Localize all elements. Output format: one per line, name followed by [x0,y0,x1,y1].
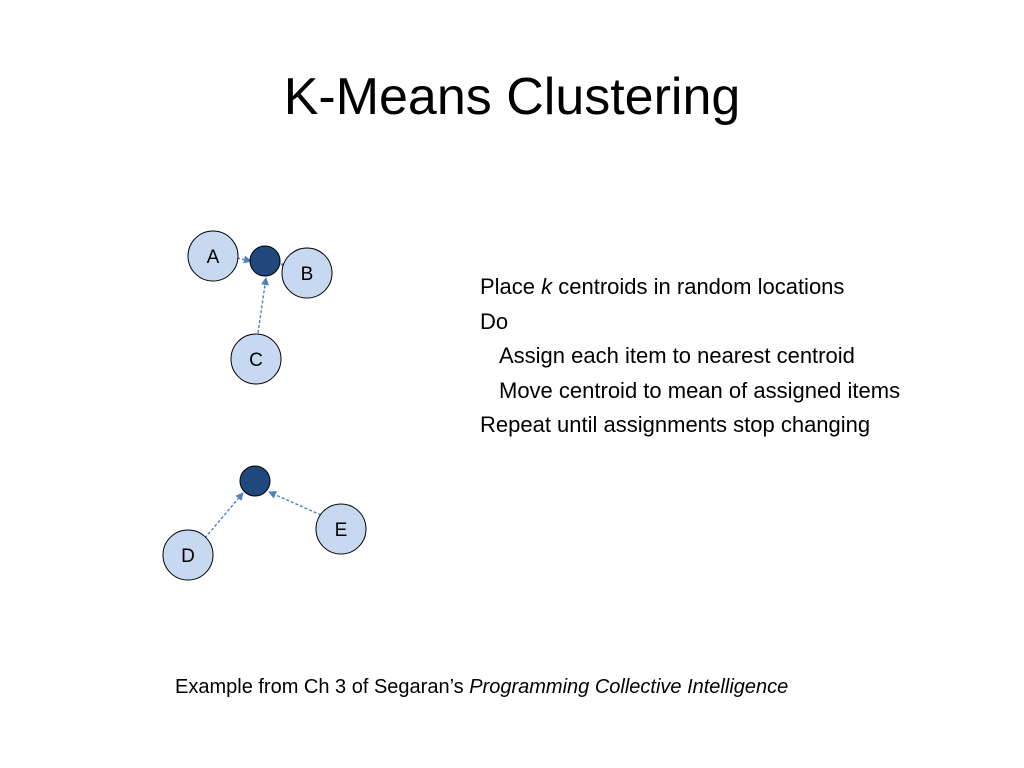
step-assign: Assign each item to nearest centroid [499,343,855,368]
step-repeat: Repeat until assignments stop changing [480,412,871,437]
arrow-d-to-centroid-2 [204,492,244,539]
centroid-2 [239,465,271,497]
caption-book-title: Programming Collective Intelligence [469,676,789,698]
node-a: A [187,230,239,282]
arrow-e-to-centroid-2 [268,491,322,516]
step-place-text-end: centroids in random locations [552,274,845,299]
step-place-text-start: Place [480,274,542,299]
step-place-centroids: Place k centroids in random locations [480,270,900,305]
node-d: D [162,529,214,581]
arrow-c-to-centroid-1 [257,277,269,334]
node-e-label: E [335,520,348,541]
node-e: E [315,503,367,555]
source-caption: Example from Ch 3 of Segaran’s Programmi… [175,673,788,701]
node-c: C [230,333,282,385]
step-place-k: k [541,274,553,299]
slide-title: K-Means Clustering [283,68,741,126]
algorithm-steps: Place k centroids in random locations Do… [480,270,900,443]
node-b: B [281,247,333,299]
step-move: Move centroid to mean of assigned items [499,377,901,403]
node-a-label: A [207,247,220,268]
caption-prefix: Example from Ch 3 of Segaran’s [175,676,470,698]
node-d-label: D [181,546,195,567]
centroid-1 [249,245,281,277]
node-b-label: B [301,264,314,285]
arrow-a-to-centroid-1 [236,255,252,264]
step-do: Do [480,308,509,334]
node-c-label: C [249,350,263,371]
